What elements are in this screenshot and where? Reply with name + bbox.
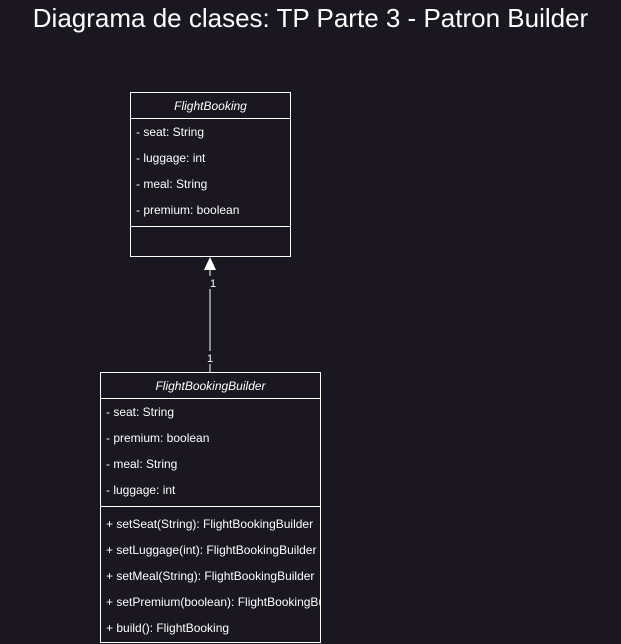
- attributes-section: - seat: String - premium: boolean - meal…: [101, 399, 320, 507]
- method-item: + setPremium(boolean): FlightBookingBuil…: [106, 595, 320, 609]
- attribute-item: - seat: String: [106, 405, 175, 419]
- source-multiplicity-bg: [204, 351, 218, 364]
- attribute-item: - luggage: int: [136, 151, 206, 165]
- arrowhead-icon: [204, 257, 216, 270]
- target-multiplicity-bg: [206, 276, 220, 289]
- method-item: + setMeal(String): FlightBookingBuilder: [106, 569, 315, 583]
- method-item: + build(): FlightBooking: [106, 621, 230, 635]
- attribute-item: - luggage: int: [106, 483, 176, 497]
- attribute-item: - premium: boolean: [106, 431, 210, 445]
- attributes-section: - seat: String - luggage: int - meal: St…: [131, 119, 290, 227]
- attribute-item: - meal: String: [106, 457, 178, 471]
- attribute-item: - premium: boolean: [136, 203, 240, 217]
- diagram-title: Diagrama de clases: TP Parte 3 - Patron …: [32, 3, 589, 33]
- class-name: FlightBookingBuilder: [101, 373, 320, 399]
- attribute-item: - seat: String: [136, 125, 205, 139]
- class-flight-booking[interactable]: FlightBooking - seat: String - luggage: …: [130, 92, 291, 257]
- attribute-item: - meal: String: [136, 177, 208, 191]
- method-item: + setSeat(String): FlightBookingBuilder: [106, 517, 314, 531]
- class-flight-booking-builder[interactable]: FlightBookingBuilder - seat: String - pr…: [100, 372, 321, 643]
- methods-section: + setSeat(String): FlightBookingBuilder …: [101, 507, 320, 641]
- class-name: FlightBooking: [131, 93, 290, 119]
- methods-section: [131, 227, 290, 256]
- target-multiplicity: 1: [210, 278, 216, 290]
- method-item: + setLuggage(int): FlightBookingBuilder: [106, 543, 317, 557]
- source-multiplicity: 1: [207, 353, 213, 365]
